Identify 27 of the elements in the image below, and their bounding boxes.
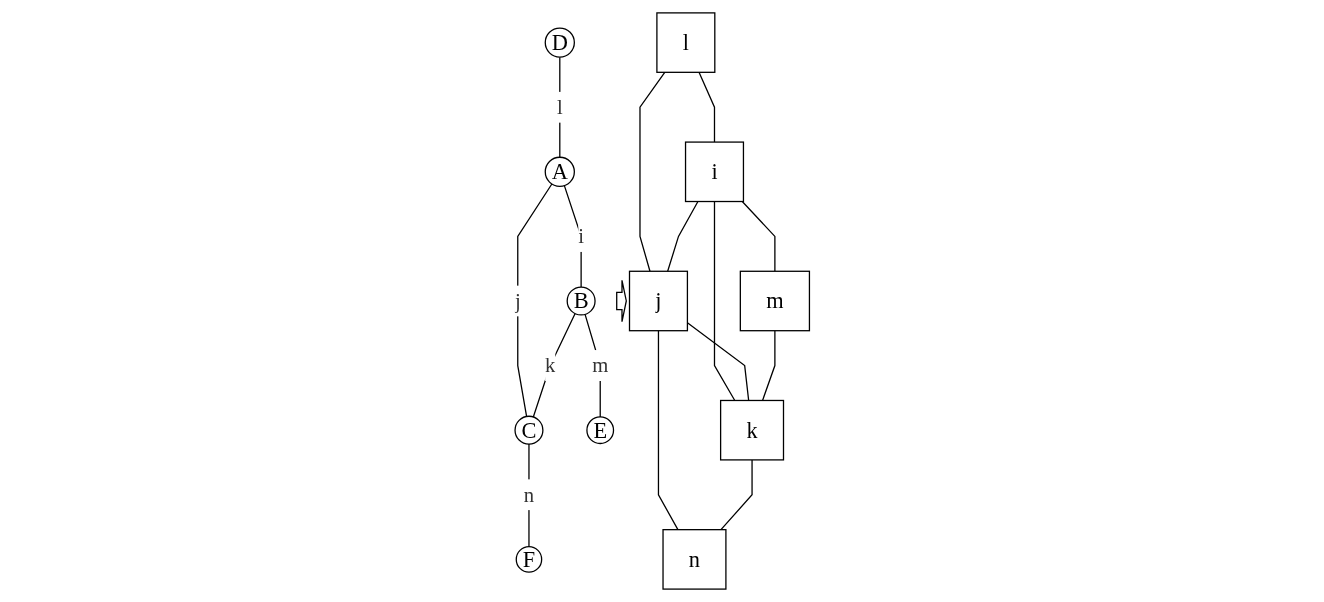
edge-label: l [556,96,563,119]
node-circle: C [514,415,544,445]
node-box: m [739,270,810,332]
connector [666,200,699,272]
node-box: k [719,399,784,461]
connector [720,459,753,531]
node-box: l [656,12,716,73]
edge-label: n [523,483,534,506]
node-circle: A [544,156,575,187]
connector [657,330,679,531]
connector [761,330,776,402]
connector [713,200,736,402]
connector [698,71,715,143]
edge-label: k [544,354,556,377]
node-circle: F [515,546,543,573]
node-circle: E [586,416,614,445]
edge-label: i [578,225,584,248]
edge-label: m [592,354,609,377]
node-circle: B [566,286,596,316]
connector [532,312,576,418]
node-box: n [662,529,727,590]
connector [639,71,666,272]
edge-label: j [514,289,521,313]
connector [741,200,776,272]
node-circle: D [544,27,575,58]
node-box: j [628,270,688,332]
node-box: i [684,141,744,203]
